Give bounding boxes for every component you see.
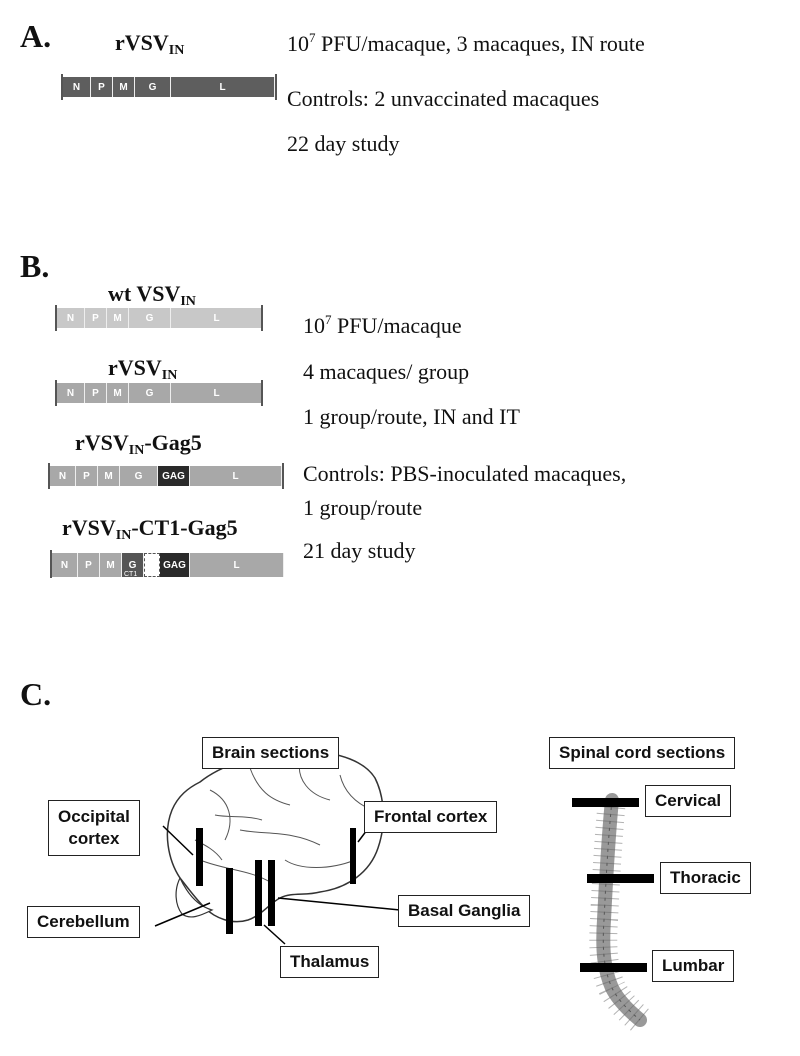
gene-m: M [113, 77, 135, 97]
panel-a-label: A. [20, 18, 52, 54]
label-cervical: Cervical [645, 785, 732, 817]
panel-b-group-size: 4 macaques/ group [303, 359, 470, 384]
label-thalamus: Thalamus [280, 946, 380, 978]
panel-b-label: B. [20, 248, 50, 284]
label-occipital-cortex: Occipital cortex [48, 800, 140, 856]
section-bar-cerebellum [226, 868, 233, 934]
section-bar-frontal [350, 828, 356, 884]
label-frontal-cortex: Frontal cortex [364, 801, 498, 833]
panel-a-dose: 107 PFU/macaque, 3 macaques, IN route [287, 30, 645, 56]
construct-name-ct1-gag5: rVSVIN-CT1-Gag5 [62, 515, 238, 543]
genome-map-rvsv: N P M G L [55, 380, 263, 406]
brain-sections-title: Brain sections [202, 737, 340, 769]
section-bar-cervical [572, 798, 639, 807]
anatomy-drawing [154, 751, 654, 1031]
spine-drawing [589, 793, 650, 1031]
section-bar-thoracic [587, 874, 654, 883]
label-thoracic: Thoracic [660, 862, 751, 894]
panel-a-controls: Controls: 2 unvaccinated macaques [287, 86, 600, 111]
label-basal-ganglia: Basal Ganglia [398, 895, 531, 927]
gene-g: G [135, 77, 171, 97]
ct1-label: CT1 [124, 571, 138, 578]
genome-map-a: N P M G L [61, 74, 277, 100]
gene-n: N [63, 77, 91, 97]
panel-b-duration: 21 day study [303, 538, 416, 563]
cerebellum-outline [175, 876, 214, 918]
label-lumbar: Lumbar [652, 950, 735, 982]
ct1-gap [144, 553, 160, 577]
construct-name-a: rVSVIN [115, 30, 185, 58]
panel-b-dose: 107 PFU/macaque [303, 312, 462, 338]
section-bar-basal [268, 860, 275, 926]
panel-b-routes: 1 group/route, IN and IT [303, 404, 520, 429]
section-bar-occipital [196, 828, 203, 886]
gene-l: L [171, 77, 275, 97]
gene-gag: GAG [158, 466, 190, 486]
panel-b-controls: Controls: PBS-inoculated macaques, [303, 461, 627, 486]
panel-b-controls-route: 1 group/route [303, 495, 423, 520]
section-bar-thalamus [255, 860, 262, 926]
section-bar-lumbar [580, 963, 647, 972]
gene-gag: GAG [160, 553, 190, 577]
brain-outline [166, 751, 385, 923]
construct-name-wt: wt VSVIN [108, 281, 196, 309]
panel-c-label: C. [20, 676, 52, 712]
genome-map-gag5: N P M G GAG L [48, 463, 284, 489]
panel-a-duration: 22 day study [287, 131, 400, 156]
gene-p: P [91, 77, 113, 97]
genome-map-wt: N P M G L [55, 305, 263, 331]
label-cerebellum: Cerebellum [27, 906, 140, 938]
spinal-sections-title: Spinal cord sections [549, 737, 736, 769]
construct-name-gag5: rVSVIN-Gag5 [75, 430, 202, 458]
construct-name-rvsv: rVSVIN [108, 355, 178, 383]
